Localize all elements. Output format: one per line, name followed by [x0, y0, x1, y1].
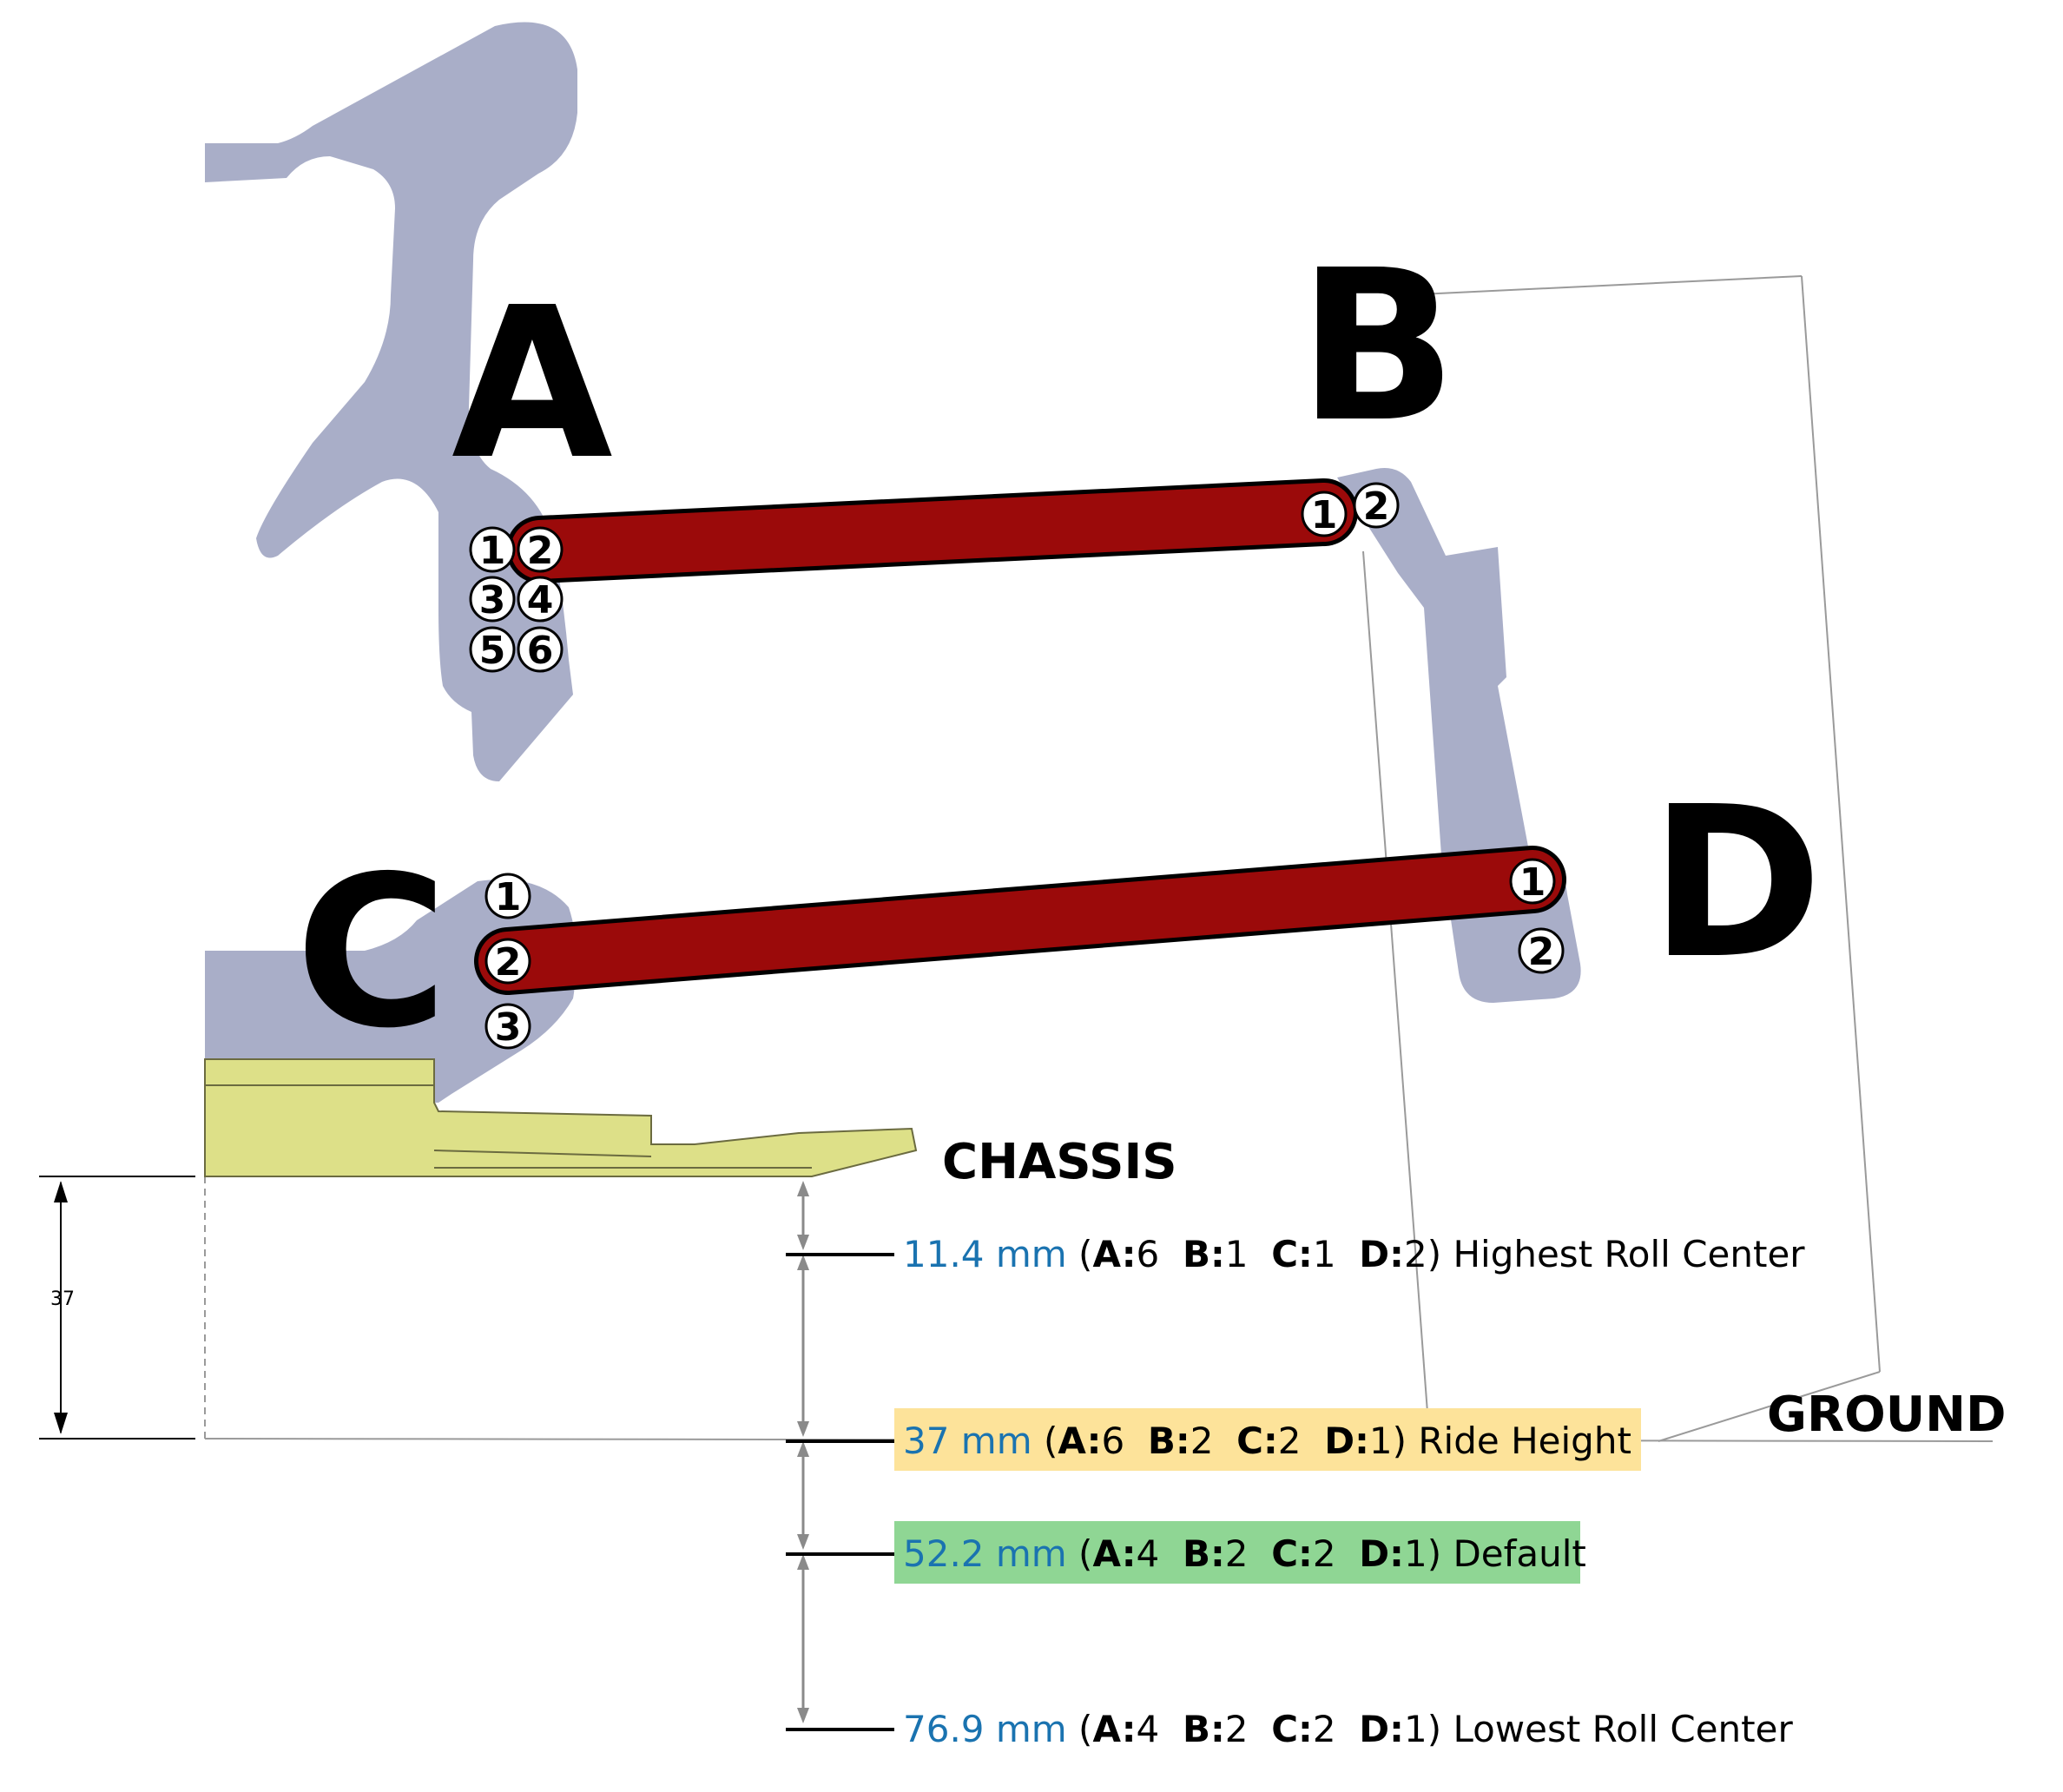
- hole-number: 1: [479, 529, 506, 573]
- hole-number: 2: [1363, 484, 1390, 529]
- mount-label-c: C: [295, 831, 448, 1074]
- hole-number: 1: [1519, 860, 1546, 905]
- hole-number: 2: [527, 529, 554, 573]
- mount-label-a: A: [451, 262, 613, 505]
- hole-number: 2: [1528, 930, 1555, 974]
- dimension-37: [39, 1176, 195, 1440]
- roll-center-dimension-chain: [797, 1181, 809, 1723]
- hole-b-2: 2: [1353, 482, 1400, 529]
- hole-a-1: 1: [469, 526, 516, 573]
- setting-text: 52.2 mm (A:4 B:2 C:2 D:1) Default: [903, 1532, 1586, 1575]
- hole-a-6: 6: [517, 626, 564, 673]
- chassis-label: CHASSIS: [942, 1134, 1177, 1190]
- hole-number: 6: [527, 629, 554, 673]
- hole-d-2: 2: [1518, 927, 1565, 974]
- setting-tick-lines: [786, 1253, 894, 1731]
- hole-a-2: 2: [517, 526, 564, 573]
- settings-list: 11.4 mm (A:6 B:1 C:1 D:2) Highest Roll C…: [894, 1233, 1805, 1750]
- lower-link: [474, 846, 1566, 995]
- setting-highlight: [894, 1408, 1641, 1471]
- hole-number: 5: [479, 629, 506, 673]
- chassis-plate: [204, 1058, 918, 1177]
- setting-row: 76.9 mm (A:4 B:2 C:2 D:1) Lowest Roll Ce…: [903, 1708, 1793, 1750]
- setting-text: 76.9 mm (A:4 B:2 C:2 D:1) Lowest Roll Ce…: [903, 1708, 1793, 1750]
- hole-b-1: 1: [1301, 491, 1348, 537]
- setting-row: 52.2 mm (A:4 B:2 C:2 D:1) Default: [894, 1521, 1586, 1584]
- setting-row: 11.4 mm (A:6 B:1 C:1 D:2) Highest Roll C…: [903, 1233, 1805, 1275]
- hole-number: 3: [479, 578, 506, 623]
- mount-label-b: B: [1298, 225, 1457, 468]
- hole-d-1: 1: [1509, 858, 1556, 905]
- hole-number: 1: [495, 875, 522, 919]
- lower-mount-bracket: [205, 880, 577, 1103]
- hole-number: 4: [527, 578, 554, 623]
- setting-text: 37 mm (A:6 B:2 C:2 D:1) Ride Height: [903, 1420, 1631, 1462]
- hole-number: 3: [495, 1005, 522, 1050]
- ground-label: GROUND: [1767, 1387, 2007, 1443]
- hole-c-3: 3: [484, 1003, 531, 1050]
- setting-text: 11.4 mm (A:6 B:1 C:1 D:2) Highest Roll C…: [903, 1233, 1805, 1275]
- hole-c-1: 1: [484, 873, 531, 919]
- hole-a-3: 3: [469, 576, 516, 623]
- setting-row: 37 mm (A:6 B:2 C:2 D:1) Ride Height: [894, 1408, 1641, 1471]
- upper-link: [506, 478, 1358, 583]
- hole-c-2: 2: [484, 938, 531, 985]
- dimension-value: 37: [50, 1288, 75, 1310]
- setting-highlight: [894, 1521, 1580, 1584]
- mount-label-d: D: [1650, 761, 1822, 1005]
- hole-a-5: 5: [469, 626, 516, 673]
- hole-number: 1: [1311, 493, 1338, 537]
- hole-number: 2: [495, 940, 522, 985]
- hole-a-4: 4: [517, 576, 564, 623]
